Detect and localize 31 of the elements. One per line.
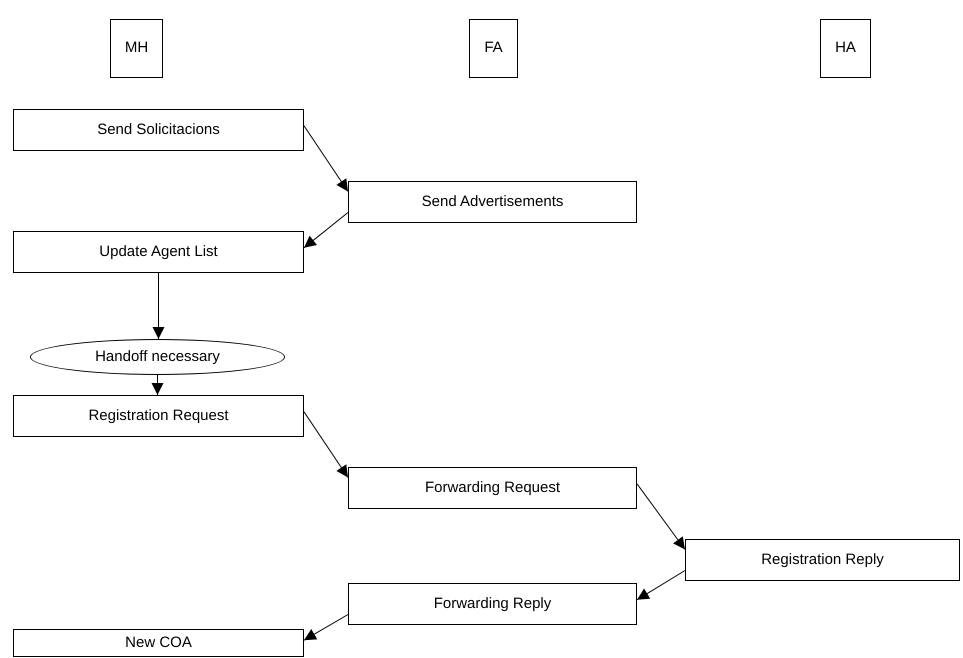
node-label: Registration Reply	[761, 550, 884, 570]
process-box	[348, 467, 637, 509]
arrow	[304, 212, 348, 248]
process-box	[13, 231, 304, 273]
node-label: Send Advertisements	[422, 192, 564, 212]
arrow	[152, 374, 164, 396]
process-box	[13, 109, 304, 151]
arrow	[636, 570, 686, 600]
arrow	[636, 483, 686, 550]
arrow	[152, 272, 164, 340]
node-label: Update Agent List	[99, 242, 218, 262]
process-box	[469, 19, 518, 78]
node-label: Forwarding Reply	[434, 594, 552, 614]
node-label: Send Solicitacions	[97, 120, 220, 140]
node-label: Handoff necessary	[95, 348, 220, 366]
node-label: Forwarding Request	[424, 478, 560, 498]
node-label: Registration Request	[88, 406, 229, 426]
process-box	[685, 539, 960, 581]
process-box	[110, 19, 163, 78]
arrow	[304, 411, 348, 478]
node-label: New COA	[125, 634, 192, 652]
process-box	[820, 19, 871, 78]
process-box	[13, 395, 304, 437]
node-label: FA	[484, 39, 503, 58]
process-box	[348, 181, 637, 223]
arrow	[304, 614, 348, 641]
node-label: MH	[124, 39, 148, 58]
node-label: HA	[835, 39, 856, 58]
process-box	[13, 629, 304, 657]
arrow	[304, 125, 348, 192]
process-box	[348, 583, 637, 625]
